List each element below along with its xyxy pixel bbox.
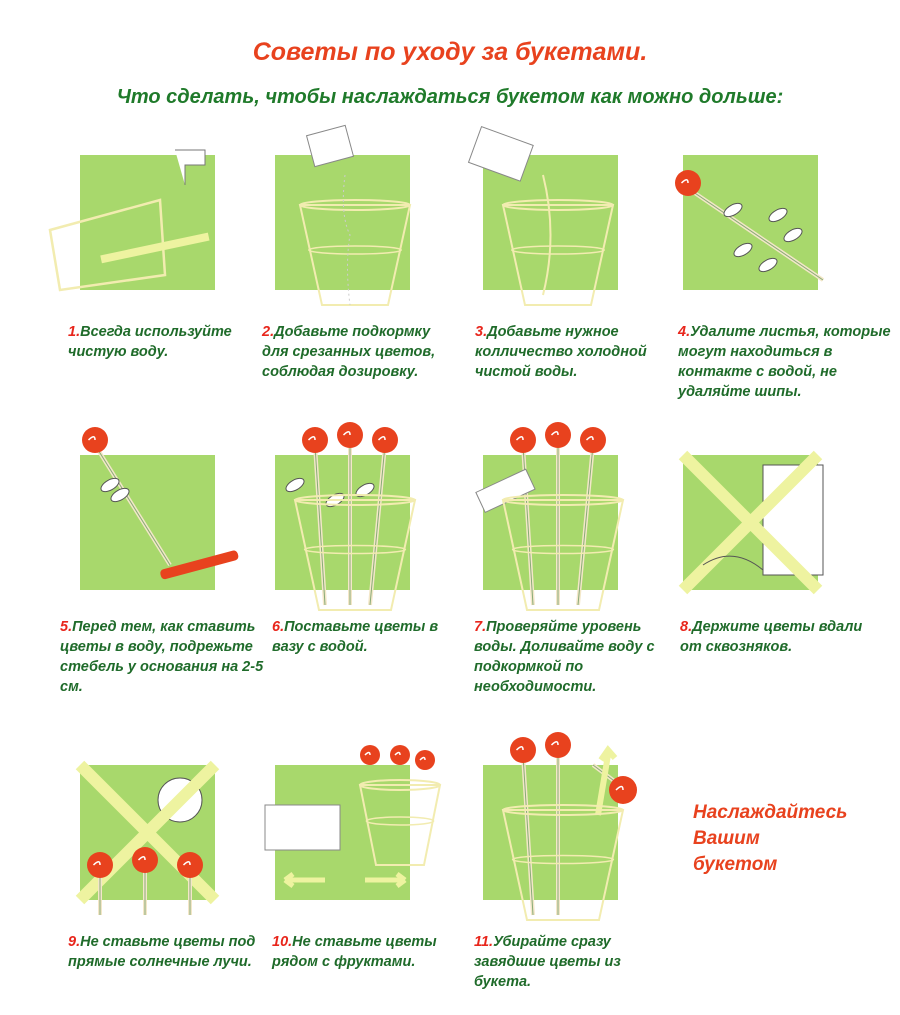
illustration-svg bbox=[275, 422, 417, 611]
tip-3: 3.Добавьте нужное колличество холодной ч… bbox=[475, 324, 647, 380]
enjoy-message: Наслаждайтесь Вашим букетом bbox=[693, 802, 848, 875]
vase-icon bbox=[501, 499, 625, 611]
illustration-clean-vase bbox=[48, 149, 250, 315]
illustration-svg bbox=[80, 427, 239, 590]
illustration-svg bbox=[678, 450, 824, 595]
leaf-icon bbox=[100, 477, 120, 493]
vase-icon bbox=[298, 204, 412, 306]
green-square bbox=[483, 455, 618, 590]
arrow-icon bbox=[283, 872, 407, 888]
illustration-svg bbox=[483, 732, 637, 921]
illustration-svg bbox=[275, 124, 412, 306]
page-subtitle: Что сделать, чтобы наслаждаться букетом … bbox=[116, 86, 784, 108]
illustration-svg bbox=[675, 155, 825, 290]
food-packet-icon bbox=[305, 124, 355, 168]
leaf-icon bbox=[285, 477, 305, 493]
vase-icon bbox=[293, 499, 417, 611]
tip-11: 11.Убирайте сразу завядшие цветы из буке… bbox=[474, 934, 621, 990]
illustration-svg bbox=[467, 125, 618, 306]
leaf-icon bbox=[110, 487, 130, 503]
leaf-icon bbox=[783, 227, 803, 243]
tip-10: 10.Не ставьте цветы рядом с фруктами. bbox=[272, 934, 437, 970]
illustration-no-fruit bbox=[264, 745, 445, 925]
green-square bbox=[483, 765, 618, 900]
illustration-remove-leaves bbox=[675, 155, 853, 315]
illustration-vase-flowers bbox=[275, 422, 445, 615]
vase-icon bbox=[358, 784, 442, 866]
leaf-icon bbox=[758, 257, 778, 273]
tip-9: 9.Не ставьте цветы под прямые солнечные … bbox=[68, 934, 256, 970]
leaf-icon bbox=[768, 207, 788, 223]
illustration-add-water bbox=[467, 125, 653, 315]
jug-icon bbox=[467, 125, 534, 182]
green-square bbox=[275, 155, 410, 290]
tip-7: 7.Проверяйте уровень воды. Доливайте вод… bbox=[474, 619, 655, 695]
tip-2: 2.Добавьте подкормку для срезанных цвето… bbox=[262, 324, 436, 380]
fruit-bowl-icon bbox=[264, 804, 341, 851]
illustration-check-water bbox=[475, 422, 653, 615]
knife-icon bbox=[160, 550, 239, 580]
tip-1: 1.Всегда используйте чистую воду. bbox=[68, 324, 232, 360]
illustration-cut-stem bbox=[80, 427, 250, 615]
tip-8: 8.Держите цветы вдали от сквозняков. bbox=[680, 619, 863, 655]
green-square bbox=[683, 155, 818, 290]
tip-4: 4.Удалите листья, которые могут находить… bbox=[678, 324, 891, 400]
tip-5: 5.Перед тем, как ставить цветы в воду, п… bbox=[60, 619, 264, 695]
illustration-svg bbox=[475, 422, 625, 611]
arrow-up-icon bbox=[595, 745, 618, 816]
vase-icon bbox=[501, 204, 615, 306]
vase-icon bbox=[501, 809, 625, 921]
illustration-add-food bbox=[275, 124, 445, 315]
green-square bbox=[80, 155, 215, 290]
tip-6: 6.Поставьте цветы в вазу с водой. bbox=[272, 619, 439, 655]
illustration-remove-wilted bbox=[483, 732, 653, 925]
illustration-svg bbox=[75, 760, 220, 915]
page-title: Советы по уходу за букетами. bbox=[252, 38, 648, 66]
illustration-no-sun bbox=[75, 760, 250, 925]
leaf-icon bbox=[733, 242, 753, 258]
green-square bbox=[275, 455, 410, 590]
illustration-svg bbox=[264, 745, 442, 900]
illustration-svg bbox=[48, 149, 215, 292]
leaf-icon bbox=[723, 202, 743, 218]
illustration-no-draft bbox=[678, 450, 853, 615]
